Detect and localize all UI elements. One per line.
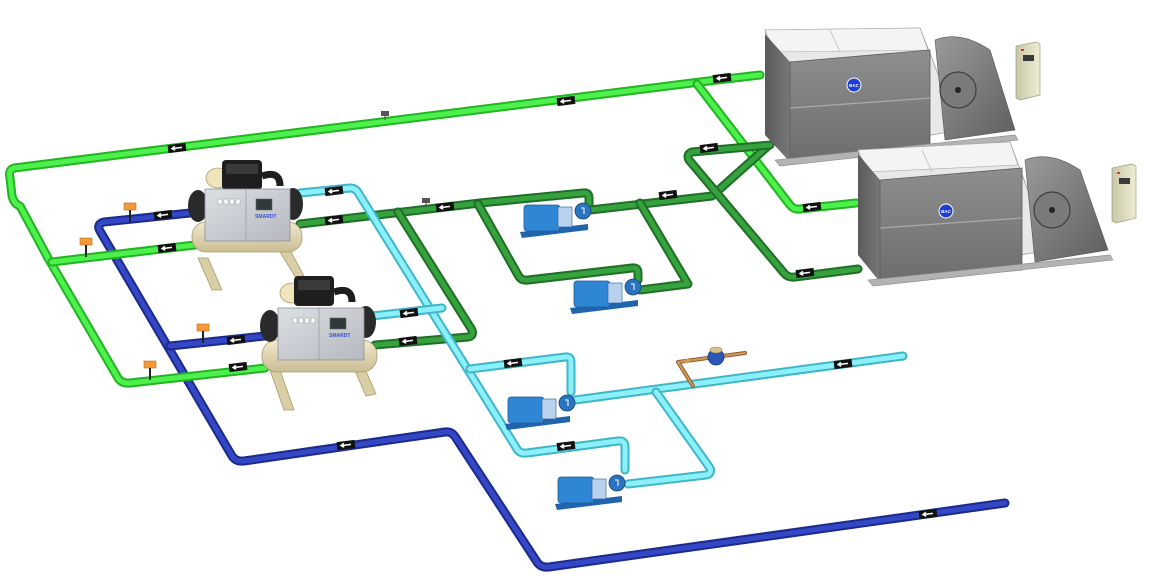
flow-arrow-icon xyxy=(399,307,419,319)
chilled-pump-1[interactable] xyxy=(505,394,576,430)
flow-arrow-icon xyxy=(712,72,732,84)
vfd-2[interactable] xyxy=(1111,163,1137,224)
flow-arrow-icon xyxy=(503,357,523,369)
sensor-icon xyxy=(381,111,389,120)
flow-arrow-icon xyxy=(918,508,938,520)
flow-arrow-icon xyxy=(226,334,246,346)
flow-arrow-icon xyxy=(324,214,344,226)
flow-arrow-icon xyxy=(153,209,173,221)
flow-arrow-icon xyxy=(658,189,678,201)
flow-arrow-icon xyxy=(324,185,344,197)
chiller-2[interactable]: SMARDT xyxy=(260,276,378,411)
sensor-icon xyxy=(422,198,430,207)
actuator-icon xyxy=(123,202,137,222)
condenser-pump-2[interactable] xyxy=(570,278,642,314)
svg-text:BAC: BAC xyxy=(941,209,951,214)
condenser-supply-pipe xyxy=(5,70,861,388)
flow-arrow-icon xyxy=(699,142,719,154)
flow-arrow-icon xyxy=(556,440,576,452)
cooling-tower-2[interactable]: BAC xyxy=(857,141,1114,287)
flow-arrow-icon xyxy=(833,358,853,370)
tower-badge: BAC xyxy=(938,203,954,219)
flow-arrow-icon xyxy=(157,242,177,254)
flow-arrow-icon xyxy=(556,95,576,107)
flow-arrow-icon xyxy=(435,201,455,213)
actuator-icon xyxy=(196,323,210,343)
actuator-icon xyxy=(79,237,93,257)
vfd-1[interactable] xyxy=(1015,41,1041,101)
flow-arrow-icon xyxy=(802,201,822,213)
flow-arrow-icon xyxy=(795,267,815,279)
condenser-return-pipe xyxy=(295,140,863,350)
makeup-water-meter[interactable] xyxy=(684,346,725,366)
chiller-brand-label: SMARDT xyxy=(329,333,350,339)
chiller-brand-label: SMARDT xyxy=(255,214,276,220)
tower-badge: BAC xyxy=(846,77,862,93)
actuator-icon xyxy=(143,360,157,380)
condenser-pump-1[interactable] xyxy=(520,202,592,238)
flow-arrow-icon xyxy=(167,142,187,154)
chilled-pump-2[interactable] xyxy=(555,474,626,510)
chiller-1[interactable]: SMARDT xyxy=(188,160,305,291)
flow-arrow-icon xyxy=(336,439,356,451)
flow-arrow-icon xyxy=(398,335,418,347)
svg-text:BAC: BAC xyxy=(849,83,859,88)
flow-arrow-icon xyxy=(228,361,248,373)
